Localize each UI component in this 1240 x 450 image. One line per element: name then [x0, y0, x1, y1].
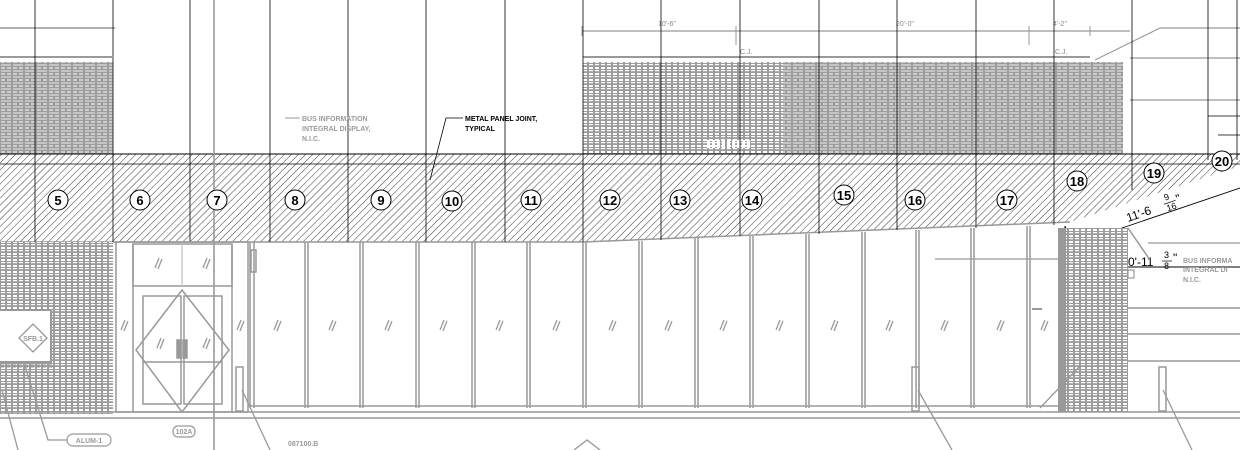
svg-text:15: 15 [837, 188, 851, 203]
svg-text:INTEGRAL DI: INTEGRAL DI [1183, 267, 1228, 274]
svg-text:13: 13 [673, 193, 687, 208]
control-joint-label-2: C.J. [1055, 49, 1068, 56]
panel-tag-6: 6 [129, 189, 151, 211]
svg-text:N.I.C.: N.I.C. [1183, 277, 1201, 284]
panel-tag-12: 12 [599, 189, 621, 211]
svg-text:5: 5 [54, 193, 61, 208]
panel-tag-5: 5 [47, 189, 69, 211]
dimension-right-edge [1207, 0, 1240, 160]
svg-text:20: 20 [1215, 154, 1229, 169]
svg-text:10: 10 [445, 194, 459, 209]
svg-text:14: 14 [745, 193, 760, 208]
dim-lower-num: 3 [1164, 250, 1169, 260]
svg-text:12: 12 [603, 193, 617, 208]
note-metal-panel-joint: METAL PANEL JOINT, TYPICAL [429, 116, 537, 181]
upper-screen-left [0, 27, 115, 154]
panel-tag-18: 18 [1066, 170, 1088, 192]
dim-top-left: 10'-6" [658, 21, 676, 28]
svg-text:TYPICAL: TYPICAL [465, 126, 496, 133]
panel-tag-13: 13 [669, 189, 691, 211]
panel-tag-15: 15 [833, 184, 855, 206]
dim-diagonal-num: 9 [1163, 192, 1171, 203]
panel-tag-14: 14 [741, 189, 763, 211]
dim-lower-inch: " [1173, 251, 1177, 265]
svg-text:BUS INFORMATION: BUS INFORMATION [302, 116, 368, 123]
sign-tag: SFB.1 [18, 323, 48, 353]
grid-lines [34, 0, 1133, 242]
svg-text:SFB.1: SFB.1 [23, 336, 43, 343]
dimension-string-top: 10'-6" 20'-0" 4'-2" C.J. C.J. [581, 21, 1240, 101]
door-tag: 102A [172, 425, 196, 438]
note-bus-info-right: BUS INFORMA INTEGRAL DI N.I.C. [1127, 227, 1232, 284]
svg-text:16: 16 [908, 193, 922, 208]
dim-lower-den: 8 [1164, 261, 1169, 271]
spec-reference: 087100.B [288, 441, 318, 448]
dim-lower-whole: 0'-11 [1128, 255, 1154, 269]
panel-tag-7: 7 [206, 189, 228, 211]
material-tag-alum: ALUM-1 [66, 433, 112, 447]
svg-text:102A: 102A [176, 429, 193, 436]
svg-text:17: 17 [1000, 193, 1014, 208]
upper-screen-center [583, 56, 1123, 154]
panel-tags: 5 6 7 8 9 10 11 12 13 14 15 16 17 18 19 … [47, 150, 1233, 212]
dim-diagonal-inch: " [1174, 191, 1183, 206]
svg-text:ALUM-1: ALUM-1 [76, 438, 103, 445]
svg-text:METAL PANEL JOINT,: METAL PANEL JOINT, [465, 116, 537, 123]
storefront-glazing [0, 226, 1240, 419]
dim-top-mid: 20'-0" [896, 21, 914, 28]
left-brick-pier: SFB.1 [0, 242, 113, 414]
entrance-doors [115, 241, 249, 414]
panel-tag-10: 10 [441, 190, 463, 212]
panel-tag-8: 8 [284, 189, 306, 211]
glass-marks [120, 257, 1049, 350]
panel-tag-17: 17 [996, 189, 1018, 211]
panel-tag-19: 19 [1143, 162, 1165, 184]
panel-tag-9: 9 [370, 189, 392, 211]
control-joint-label-1: C.J. [740, 49, 753, 56]
dim-top-right: 4'-2" [1053, 21, 1067, 28]
note-bus-info-left: BUS INFORMATION INTEGRAL DISPLAY, N.I.C. [285, 116, 371, 143]
svg-text:9: 9 [377, 193, 384, 208]
svg-text:INTEGRAL DISPLAY,: INTEGRAL DISPLAY, [302, 126, 371, 133]
svg-text:11: 11 [524, 193, 538, 208]
right-brick-pier [935, 228, 1240, 412]
svg-text:19: 19 [1147, 166, 1161, 181]
svg-text:N.I.C.: N.I.C. [302, 136, 320, 143]
panel-tag-16: 16 [904, 189, 926, 211]
panel-tag-11: 11 [520, 189, 542, 211]
dim-diagonal-den: 16 [1165, 201, 1178, 214]
bottom-leaders [1, 365, 1193, 450]
svg-text:8: 8 [291, 193, 298, 208]
svg-text:7: 7 [213, 193, 220, 208]
svg-text:6: 6 [136, 193, 143, 208]
svg-text:18: 18 [1070, 174, 1084, 189]
panel-tag-20: 20 [1211, 150, 1233, 172]
svg-text:BUS INFORMA: BUS INFORMA [1183, 258, 1232, 265]
vent-slots [707, 140, 750, 148]
